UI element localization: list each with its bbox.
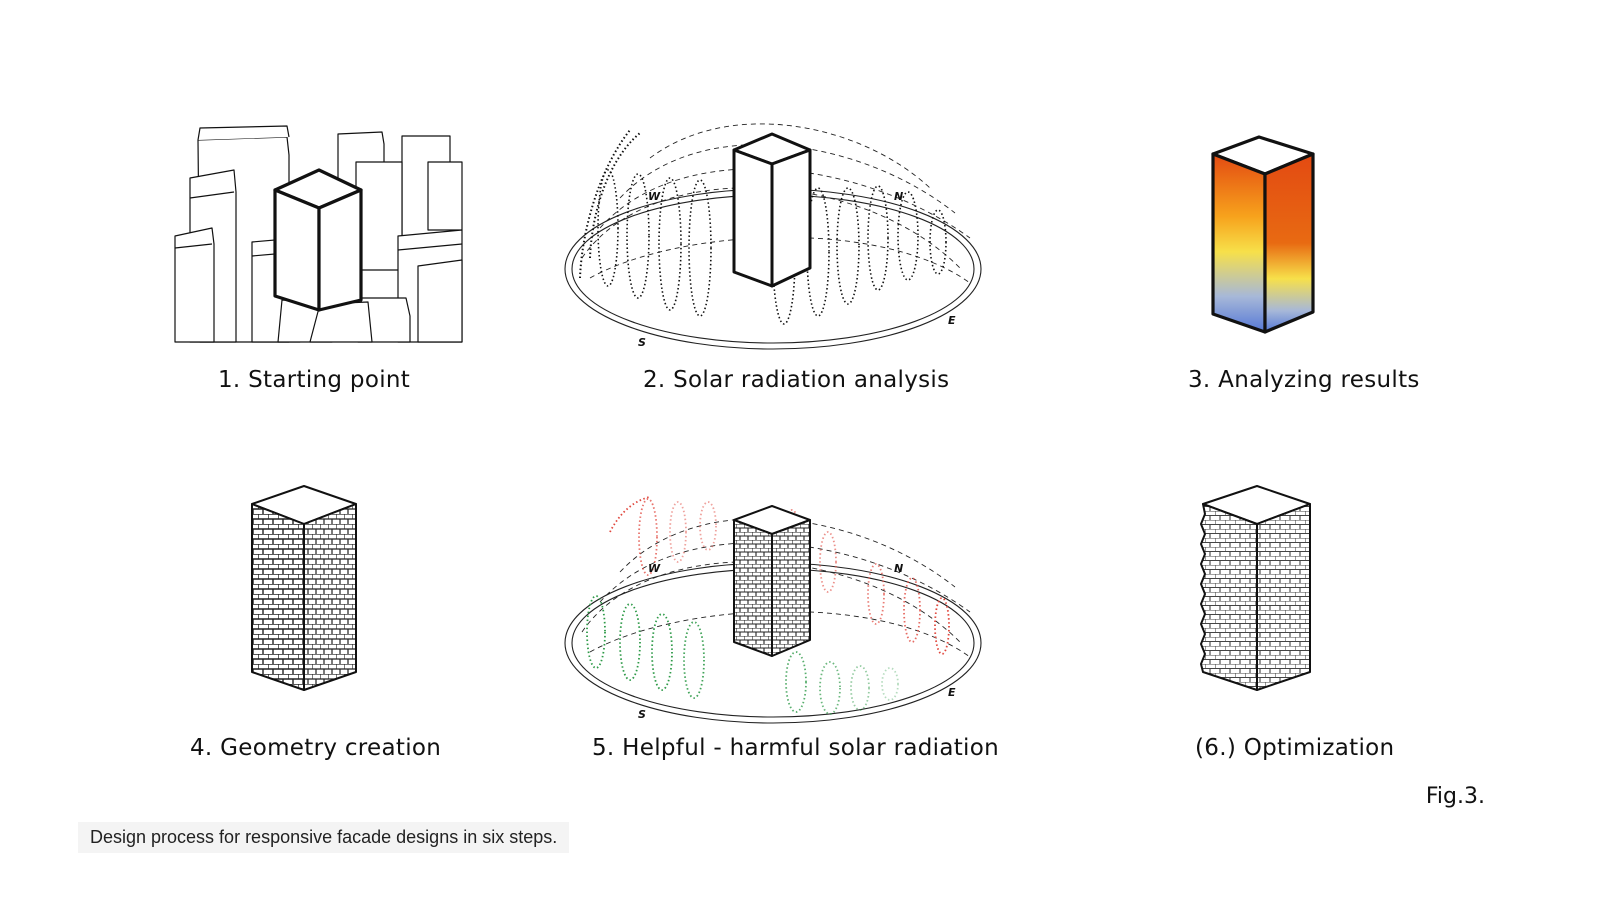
compass-north-label-2: N [894,562,903,575]
panel-optimization [1195,484,1320,694]
step-label-1: 1. Starting point [218,367,411,393]
compass-north-label: N [894,190,903,203]
step-label-5: 5. Helpful - harmful solar radiation [592,735,999,761]
compass-west-label-2: W [648,562,661,575]
sun-path-diagram: W N E S [564,123,982,350]
figure-caption: Design process for responsive facade des… [78,822,570,853]
compass-east-label-2: E [948,686,956,699]
radiation-heatmap-tower [1211,135,1315,334]
compass-south-label: S [638,336,646,349]
compass-east-label: E [948,314,956,327]
step-label-4: 4. Geometry creation [190,735,442,761]
compass-south-label-2: S [638,708,646,721]
panel-helpful-harmful-radiation: W N E S [560,492,1000,732]
city-context-illustration [174,125,463,343]
panel-solar-radiation-analysis: W N E S [560,118,1000,358]
compass-west-label: W [648,190,661,203]
step-label-6: (6.) Optimization [1195,735,1395,761]
step-label-3: 3. Analyzing results [1188,367,1420,393]
panel-analyzing-results [1205,132,1325,347]
helpful-harmful-sun-path: W N E S [564,496,982,724]
facade-geometry-tower [251,485,357,691]
panel-starting-point [170,120,470,350]
step-label-2: 2. Solar radiation analysis [643,367,950,393]
panel-geometry-creation [248,484,363,694]
optimized-facade-tower [1200,485,1311,691]
figure-label: Fig.3. [1425,784,1485,809]
